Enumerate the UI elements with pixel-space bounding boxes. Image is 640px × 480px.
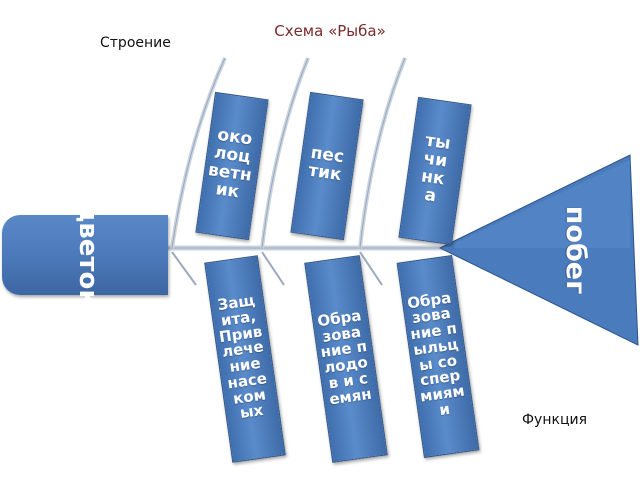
- tail-label: побег: [560, 205, 592, 295]
- upper-bone-3: [358, 57, 407, 249]
- lower-bone-2: [261, 251, 285, 286]
- structure-label: Строение: [100, 35, 171, 51]
- head-label: цветок: [73, 203, 103, 307]
- head-shape: [2, 215, 168, 295]
- function-label: Функция: [522, 412, 587, 428]
- lower-bone-3: [359, 251, 383, 286]
- lower-bone-1: [171, 251, 197, 286]
- diagram-title: Схема «Рыба»: [274, 22, 386, 40]
